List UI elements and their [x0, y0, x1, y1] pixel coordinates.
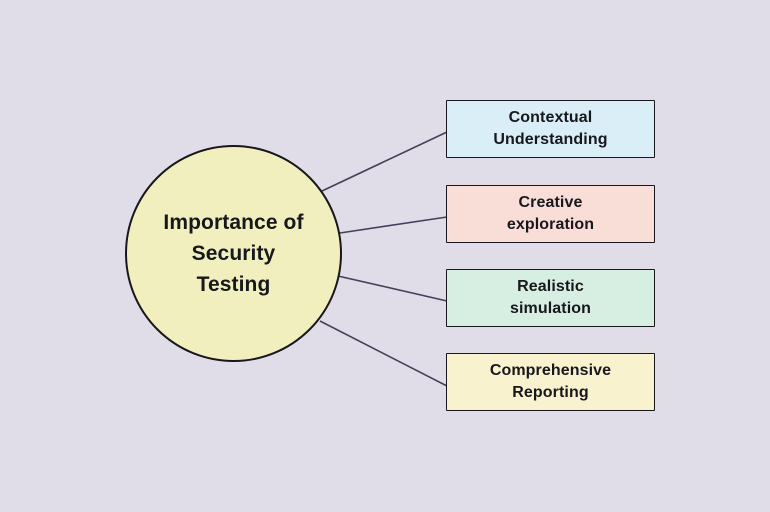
central-node-label-line: Importance of: [163, 211, 304, 234]
connector-line-comprehensive-reporting: [319, 320, 448, 387]
central-node-label-line: Testing: [196, 273, 271, 296]
central-node: Importance of Security Testing: [125, 145, 342, 362]
node-realistic-simulation: Realistic simulation: [446, 269, 655, 327]
node-creative-exploration: Creative exploration: [446, 185, 655, 243]
node-label-line: Realistic: [517, 278, 584, 295]
node-label-line: Creative: [518, 194, 583, 211]
node-contextual-understanding: Contextual Understanding: [446, 100, 655, 158]
node-label-line: exploration: [506, 216, 595, 233]
node-label-line: Contextual: [508, 109, 593, 126]
connector-line-realistic-simulation: [337, 275, 448, 302]
node-comprehensive-reporting: Comprehensive Reporting: [446, 353, 655, 411]
node-label-line: Comprehensive: [489, 362, 612, 379]
connector-line-contextual-understanding: [321, 131, 448, 192]
central-node-label-line: Security: [191, 242, 276, 265]
node-label-line: simulation: [509, 300, 591, 317]
node-label-line: Understanding: [493, 131, 608, 148]
connector-line-creative-exploration: [339, 216, 448, 234]
node-label-line: Reporting: [512, 384, 589, 401]
central-node-label: Importance of Security Testing: [163, 207, 303, 300]
